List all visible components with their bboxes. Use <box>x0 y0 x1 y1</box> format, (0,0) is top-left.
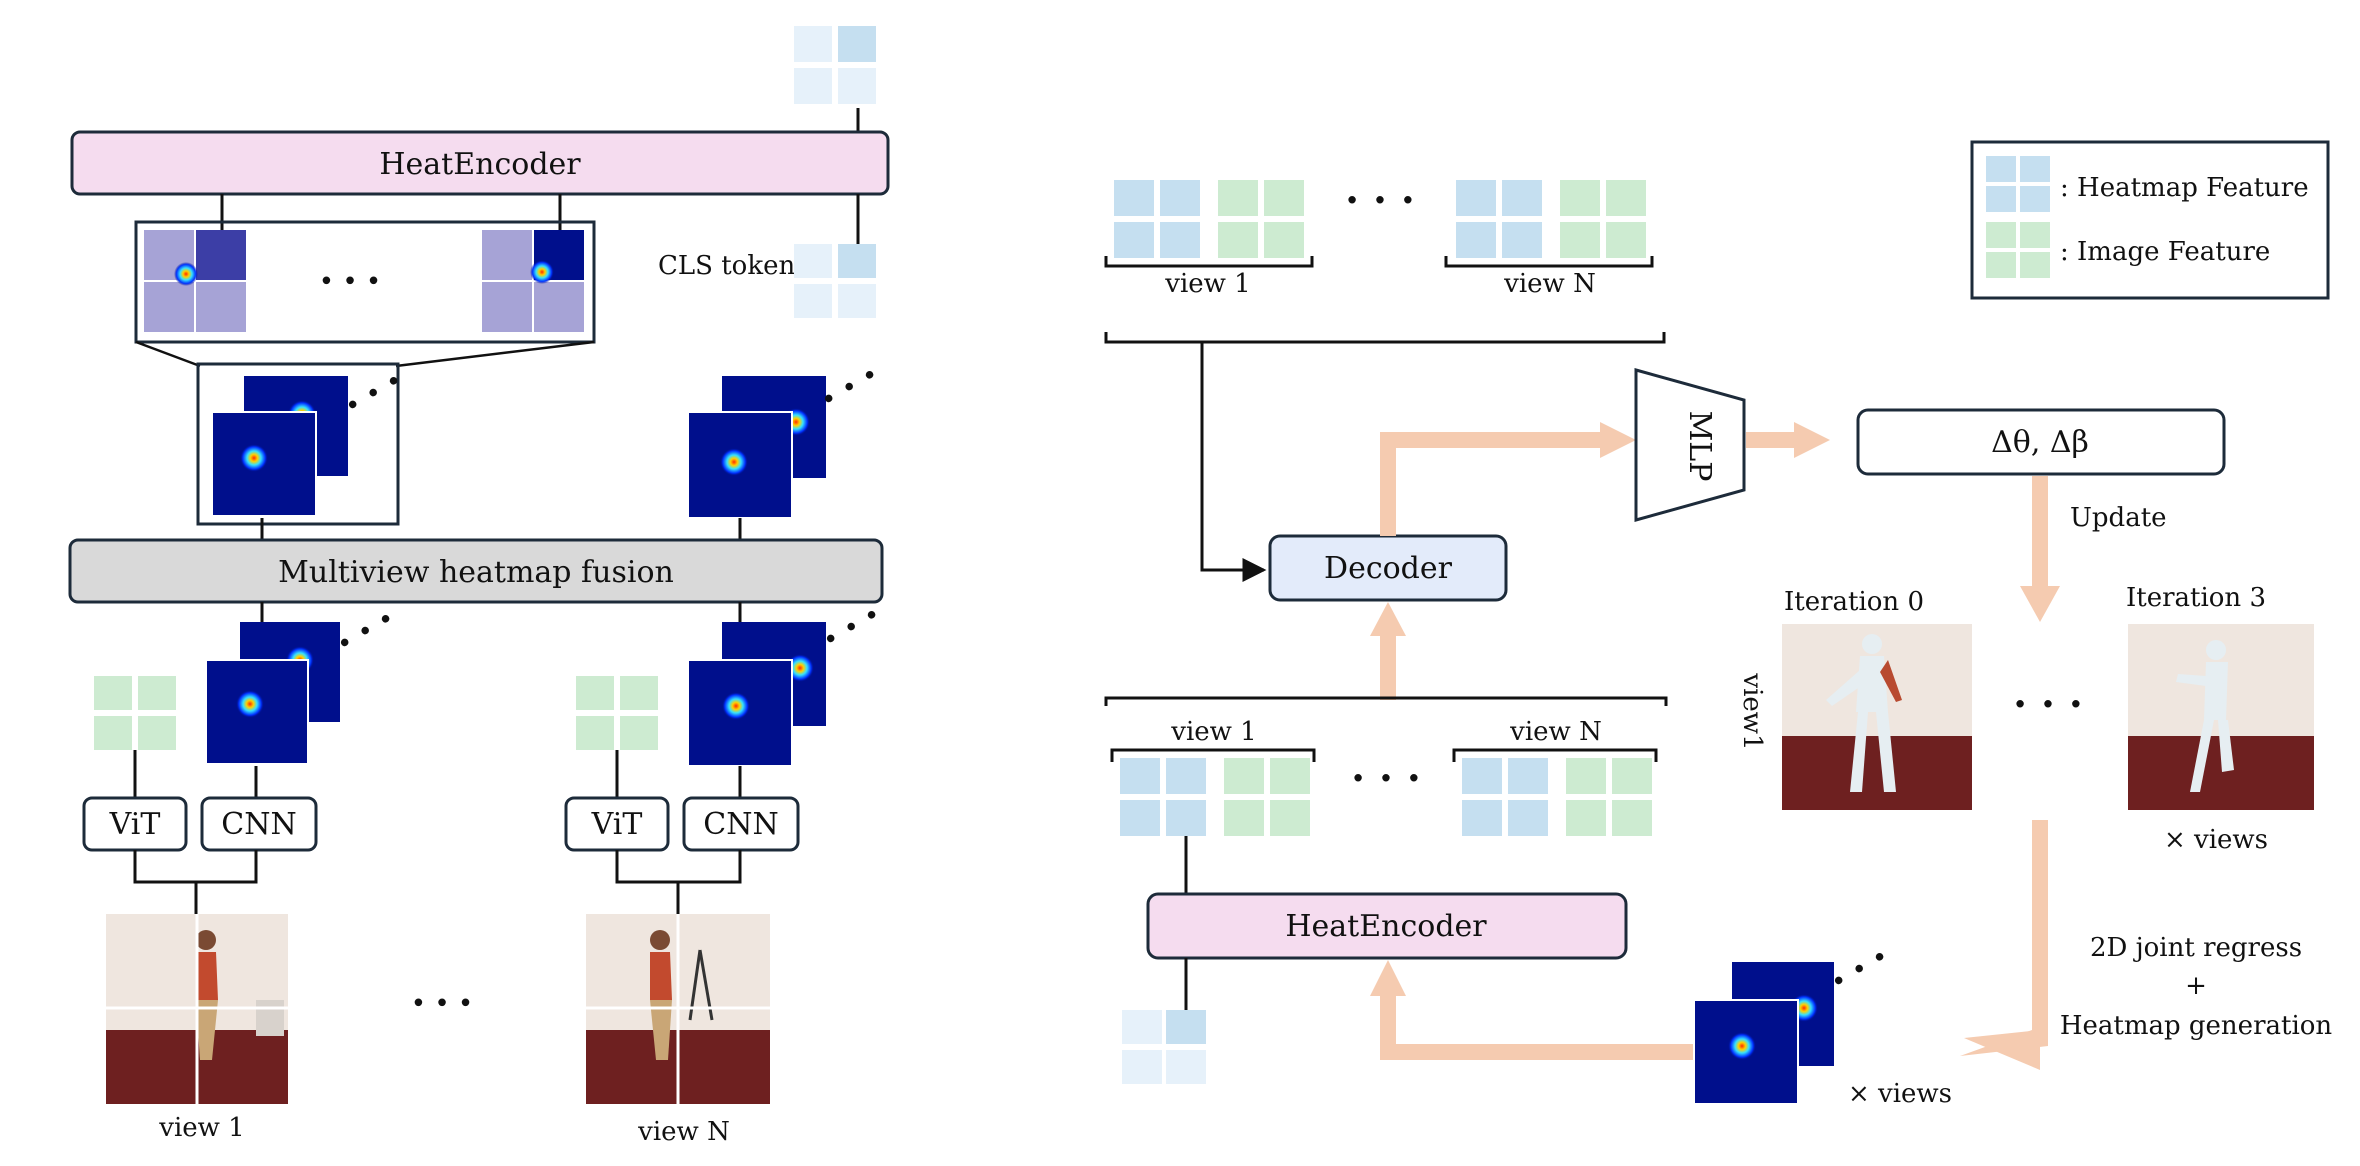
patch-dots: • • • <box>319 267 382 297</box>
mlp-label: MLP <box>1682 411 1717 482</box>
top-features-dots: · · · <box>1345 177 1415 224</box>
iteration-dots: · · · <box>2013 681 2083 728</box>
cnn-heatmaps-view1: • • • <box>205 603 401 765</box>
update-label: Update <box>2070 503 2167 533</box>
legend-heatmap-swatch <box>1986 156 2050 212</box>
vit-label-view1: ViT <box>109 807 161 842</box>
bottom-view1-label: view 1 <box>1170 717 1256 747</box>
heat-encoder-left: HeatEncoder <box>70 130 890 196</box>
delta-label: Δθ, Δβ <box>1991 425 2089 460</box>
patch-group-1 <box>144 230 246 332</box>
left-images-dots: • • • <box>411 989 474 1019</box>
cls-token-feature-bottom <box>1122 1010 1206 1084</box>
fusion-label: Multiview heatmap fusion <box>278 555 674 590</box>
vit-box-view1: ViT <box>82 796 188 852</box>
input-image-viewN <box>586 914 770 1104</box>
heat-encoder-right: HeatEncoder <box>1146 892 1628 960</box>
iteration3-label: Iteration 3 <box>2126 583 2266 613</box>
bottom-features-viewN <box>1462 758 1652 836</box>
times-views-bottom: × views <box>1848 1079 1952 1109</box>
fused-viewN-dots: • • • <box>815 359 884 416</box>
vit-box-viewN: ViT <box>564 796 670 852</box>
cls-token-feature-top <box>794 26 876 104</box>
bottom-features-dots: · · · <box>1351 755 1421 802</box>
legend-image-swatch <box>1986 222 2050 278</box>
cls-token-label: CLS token <box>658 251 795 281</box>
top-features-viewN <box>1456 180 1646 258</box>
mlp: MLP <box>1634 368 1746 522</box>
cnn-heatmaps-viewN: • • • <box>687 599 887 767</box>
top-features-view1 <box>1114 180 1304 258</box>
regress-line1: 2D joint regress <box>2090 933 2302 963</box>
iteration3-image <box>2128 624 2314 810</box>
regenerated-heatmaps: • • • <box>1693 941 1895 1105</box>
iteration0-image <box>1782 624 1972 810</box>
cnn-box-viewN: CNN <box>682 796 800 852</box>
legend: : Heatmap Feature : Image Feature <box>1970 140 2330 300</box>
input-image-view1 <box>106 914 288 1104</box>
legend-heatmap-label: : Heatmap Feature <box>2060 173 2309 203</box>
decoder-label: Decoder <box>1324 551 1453 586</box>
image-feature-viewN <box>576 676 658 750</box>
view1-vertical-label: view1 <box>1737 672 1767 750</box>
multiview-heatmap-fusion: Multiview heatmap fusion <box>68 538 884 604</box>
bottom-features-view1 <box>1120 758 1310 836</box>
iteration0-label: Iteration 0 <box>1784 587 1924 617</box>
left-view1-label: view 1 <box>158 1113 244 1143</box>
fused-heatmap-view1: • • • <box>196 362 409 526</box>
top-view1-label: view 1 <box>1164 269 1250 299</box>
heat-encoder-right-label: HeatEncoder <box>1285 909 1487 944</box>
heatmap-patch-tokens: • • • <box>134 220 596 344</box>
delta-params-box: Δθ, Δβ <box>1856 408 2226 476</box>
times-views-top: × views <box>2164 825 2268 855</box>
cls-token-feature <box>794 244 876 318</box>
peach-arrows <box>1370 422 2060 1070</box>
cnn-heatmaps-viewN-dots: • • • <box>817 599 886 656</box>
vit-label-viewN: ViT <box>591 807 643 842</box>
cnn-heatmaps-view1-dots: • • • <box>331 603 400 660</box>
decoder: Decoder <box>1268 534 1508 602</box>
legend-image-label: : Image Feature <box>2060 237 2270 267</box>
left-viewN-label: view N <box>637 1117 730 1147</box>
fused-heatmap-viewN: • • • <box>687 359 885 519</box>
cnn-box-view1: CNN <box>200 796 318 852</box>
image-feature-view1 <box>94 676 176 750</box>
bottom-viewN-label: view N <box>1509 717 1602 747</box>
patch-group-n <box>482 230 584 332</box>
heat-encoder-left-label: HeatEncoder <box>379 147 581 182</box>
top-viewN-label: view N <box>1503 269 1596 299</box>
cnn-label-viewN: CNN <box>703 807 778 842</box>
regress-line3: Heatmap generation <box>2060 1011 2333 1041</box>
cnn-label-view1: CNN <box>221 807 296 842</box>
regenerated-heatmaps-dots: • • • <box>1825 941 1894 998</box>
regress-line2: + <box>2185 971 2207 1001</box>
